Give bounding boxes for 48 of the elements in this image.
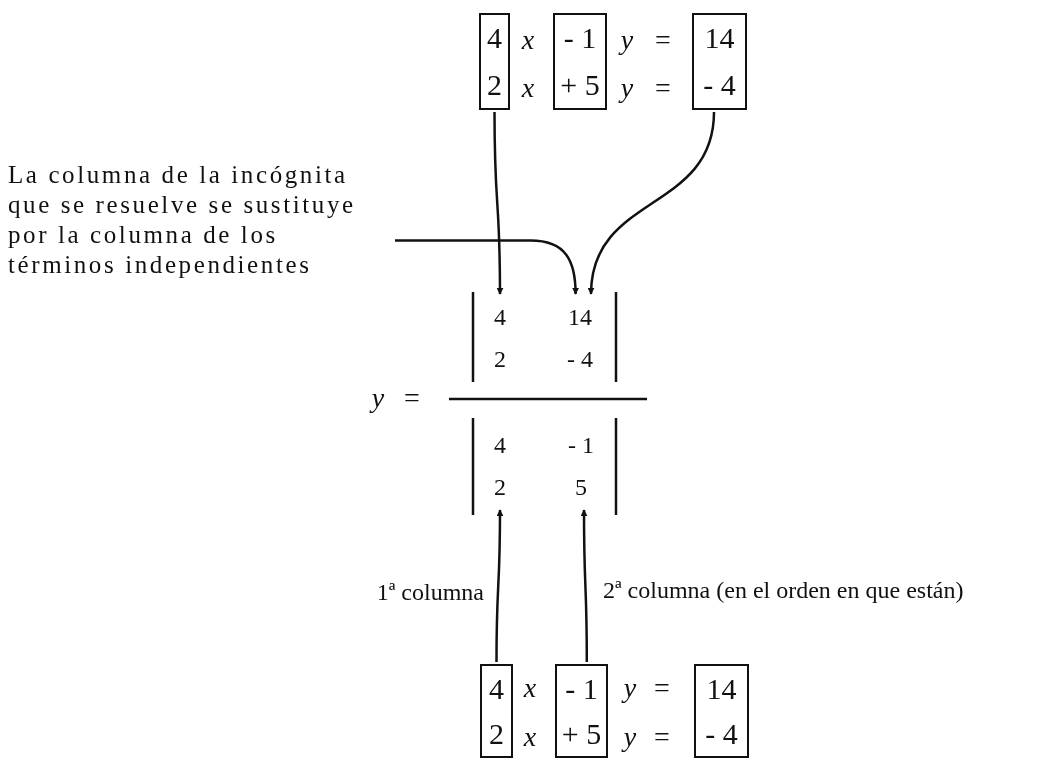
number-text: 14	[568, 305, 592, 329]
variable-label: x	[521, 26, 535, 54]
arrow	[588, 111, 716, 295]
equals-sign: =	[654, 674, 670, 702]
number-text: - 4	[567, 347, 593, 371]
number-text: 5	[575, 475, 587, 499]
equals-sign: =	[655, 74, 671, 102]
coefficient-box	[553, 13, 607, 110]
annotation-text: La columna de la incógnita que se resuelve se sustituye por la columna de los términos independientes	[8, 160, 393, 284]
coefficient-box	[480, 664, 513, 758]
arrow	[493, 112, 504, 295]
equals-sign: =	[655, 26, 671, 54]
number-text: - 1	[565, 673, 598, 704]
variable-label: y	[620, 74, 634, 102]
number-text: 2	[494, 347, 506, 371]
arrow	[495, 509, 504, 662]
number-text: 4	[489, 673, 504, 704]
arrow	[580, 509, 589, 662]
number-text: - 1	[568, 433, 594, 457]
number-text: 2	[487, 69, 502, 100]
number-text: 4	[494, 433, 506, 457]
variable-label: x	[523, 723, 537, 751]
constant-box	[692, 13, 747, 110]
number-text: + 5	[560, 69, 600, 100]
equals-sign: =	[404, 384, 420, 412]
number-text: - 4	[705, 718, 738, 749]
coefficient-box	[479, 13, 510, 110]
arrow	[395, 239, 579, 295]
number-text: - 4	[703, 69, 736, 100]
number-text: - 1	[563, 23, 597, 54]
edge-label: 1ª columna	[376, 580, 484, 604]
variable-label: x	[521, 74, 535, 102]
number-text: + 5	[561, 718, 602, 749]
edge-label: 2ª columna (en el orden en que están)	[603, 578, 964, 602]
variable-label: y	[371, 384, 385, 412]
variable-label: y	[623, 674, 637, 702]
number-text: 4	[494, 305, 506, 329]
constant-box	[694, 664, 749, 758]
variable-label: x	[523, 674, 537, 702]
coefficient-box	[555, 664, 608, 758]
number-text: 2	[489, 718, 504, 749]
equals-sign: =	[654, 723, 670, 751]
number-text: 2	[494, 475, 506, 499]
variable-label: y	[623, 723, 637, 751]
number-text: 14	[706, 673, 737, 704]
number-text: 4	[487, 23, 502, 54]
variable-label: y	[620, 26, 634, 54]
number-text: 14	[704, 23, 735, 54]
